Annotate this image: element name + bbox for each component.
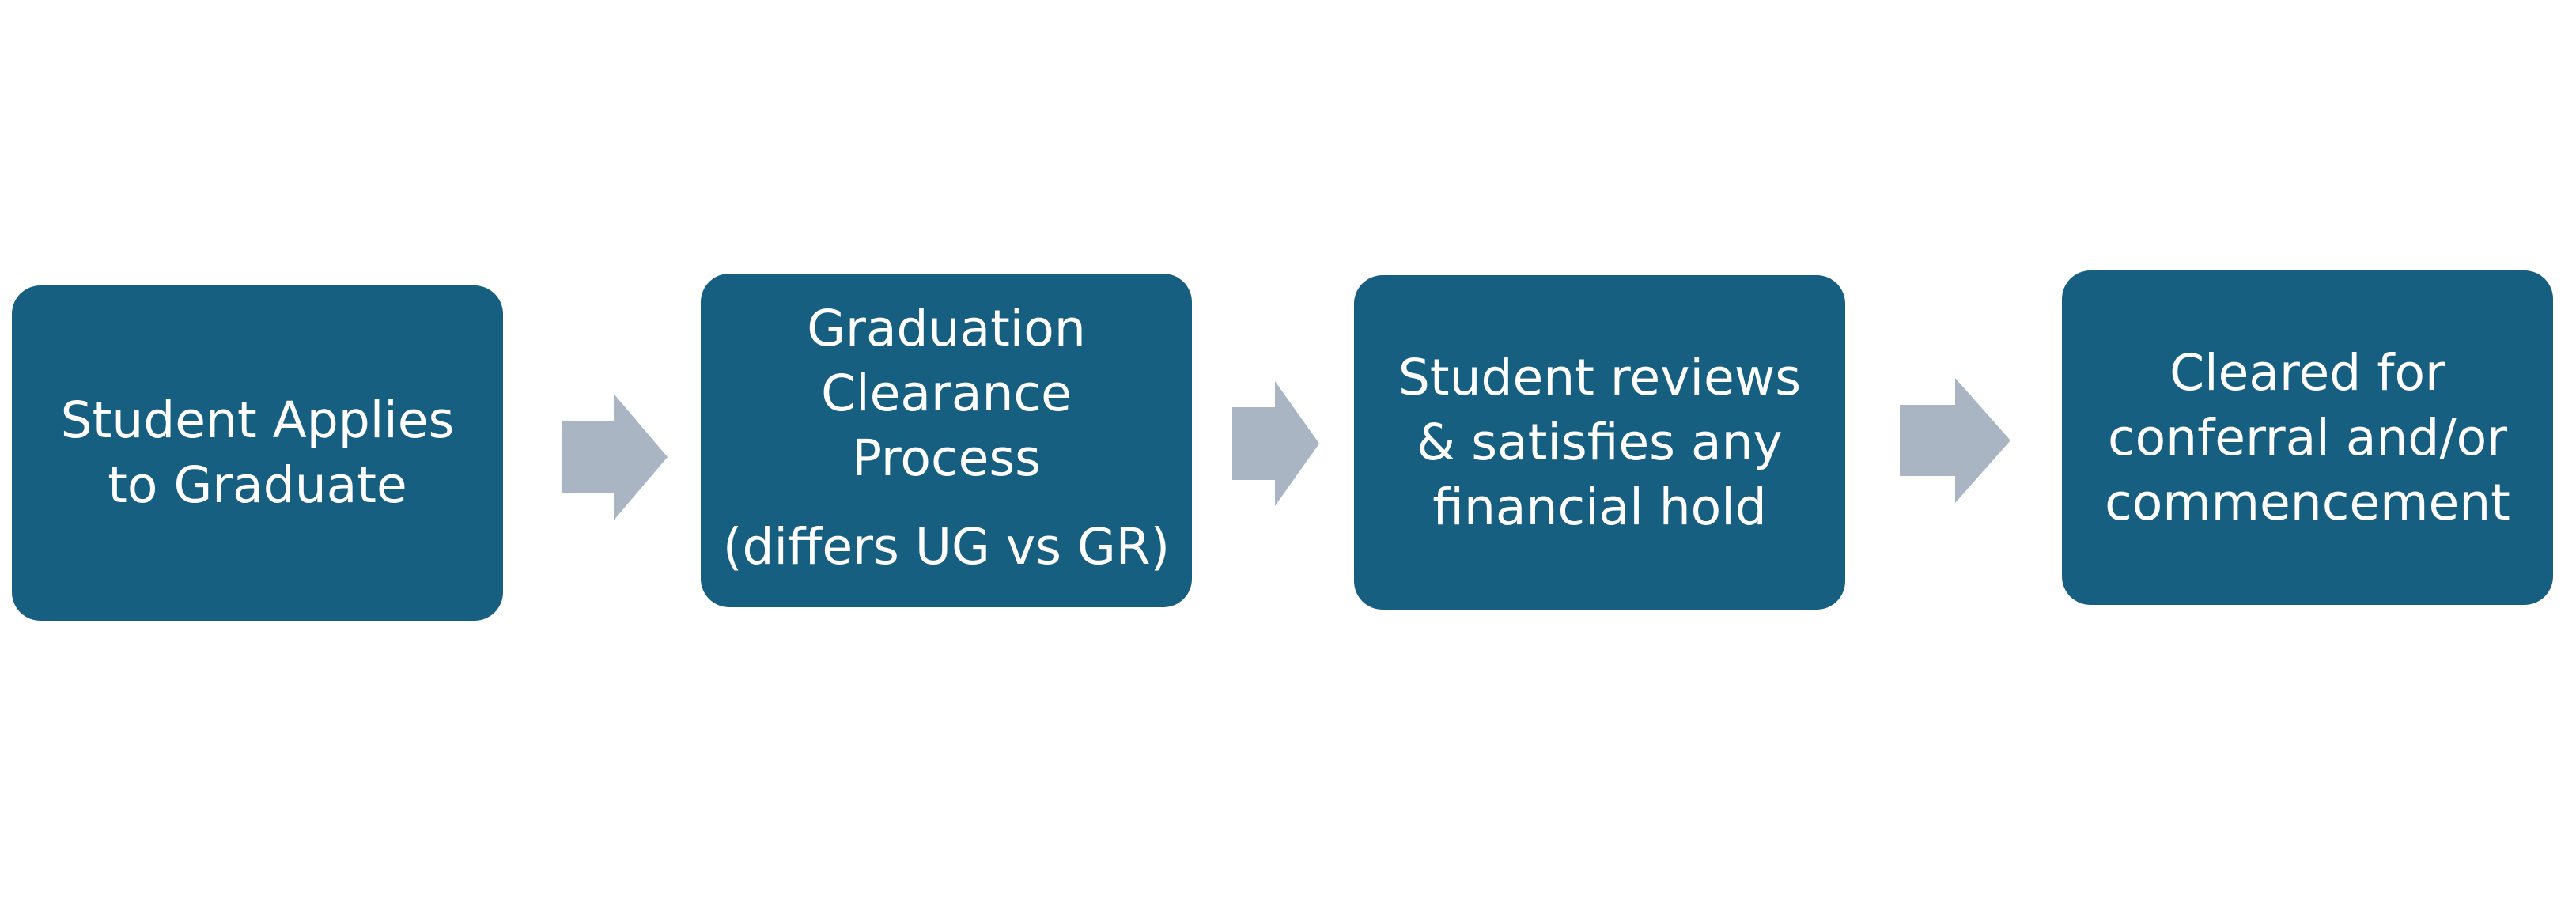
step-text: Cleared for conferral and/or commencemen… (2105, 341, 2510, 535)
step-text-line: Graduation (807, 300, 1086, 357)
step-text-line: financial hold (1432, 478, 1767, 536)
right-arrow-icon (562, 394, 668, 520)
step-text-line: & satisfies any (1417, 413, 1783, 471)
step-text: Student Applies to Graduate (61, 388, 455, 518)
step-text: Student reviews & satisfies any financia… (1398, 346, 1801, 540)
step-text-line: to Graduate (108, 456, 407, 514)
step-text-line: Student reviews (1398, 348, 1802, 406)
right-arrow-icon (1232, 381, 1319, 506)
step-text: Graduation Clearance Process (differs UG… (723, 297, 1170, 580)
step-text-line: Student Applies (60, 391, 455, 449)
step-text-line: Cleared for (2169, 343, 2445, 402)
step-text-line: commencement (2105, 473, 2510, 531)
step-text-line: Process (852, 429, 1041, 487)
step-text-line: Clearance (821, 365, 1072, 422)
right-arrow-icon (1900, 378, 2010, 503)
step-box-student-applies: Student Applies to Graduate (12, 285, 503, 621)
step-box-cleared: Cleared for conferral and/or commencemen… (2062, 270, 2553, 605)
step-note: (differs UG vs GR) (722, 518, 1171, 576)
step-box-financial-hold: Student reviews & satisfies any financia… (1354, 275, 1845, 610)
step-box-graduation-clearance: Graduation Clearance Process (differs UG… (701, 274, 1192, 607)
step-text-line: conferral and/or (2107, 408, 2508, 467)
